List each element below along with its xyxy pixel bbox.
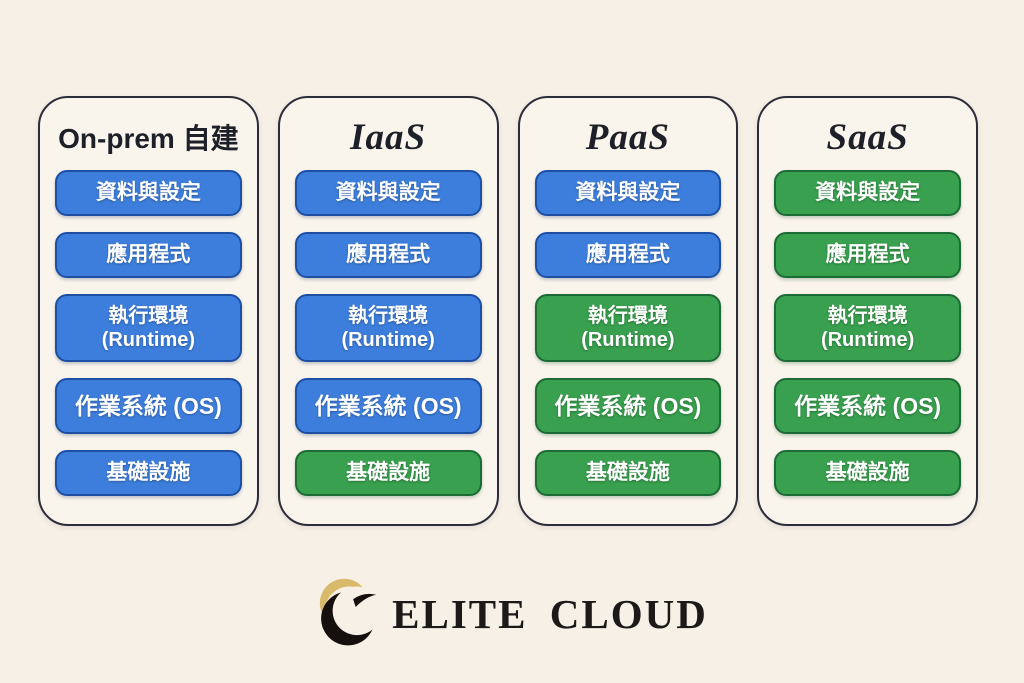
layer-os: 作業系統 (OS): [774, 378, 961, 434]
elite-cloud-crescent-logo-icon: [316, 576, 381, 652]
layer-label: 基礎設施: [106, 461, 191, 485]
layer-application: 應用程式: [55, 232, 242, 278]
layer-stack: 資料與設定 應用程式 執行環境(Runtime) 作業系統 (OS) 基礎設施: [774, 170, 961, 506]
layer-data-config: 資料與設定: [774, 170, 961, 216]
layer-label: 作業系統 (OS): [554, 392, 702, 419]
layer-runtime: 執行環境(Runtime): [534, 294, 722, 362]
layer-label: 基礎設施: [585, 461, 670, 485]
brand-footer: ELITE CLOUD: [0, 576, 1024, 652]
layer-label: 資料與設定: [335, 181, 441, 205]
layer-application: 應用程式: [534, 232, 722, 278]
layer-label: 資料與設定: [95, 181, 201, 205]
layer-os: 作業系統 (OS): [55, 378, 242, 434]
layer-label: 應用程式: [106, 243, 191, 267]
layer-os: 作業系統 (OS): [534, 378, 722, 434]
layer-data-config: 資料與設定: [294, 170, 482, 216]
layer-data-config: 資料與設定: [534, 170, 722, 216]
column-on-prem: On-prem 自建 資料與設定 應用程式 執行環境(Runtime) 作業系統…: [38, 96, 259, 526]
layer-stack: 資料與設定 應用程式 執行環境(Runtime) 作業系統 (OS) 基礎設施: [55, 170, 242, 506]
layer-label: 執行環境: [108, 304, 189, 327]
layer-sublabel: (Runtime): [101, 329, 196, 351]
layer-runtime: 執行環境(Runtime): [774, 294, 961, 362]
column-paas: PaaS 資料與設定 應用程式 執行環境(Runtime) 作業系統 (OS) …: [517, 96, 739, 526]
layer-sublabel: (Runtime): [581, 329, 675, 351]
layer-label: 資料與設定: [575, 181, 681, 205]
layer-label: 應用程式: [585, 243, 670, 267]
brand-name: ELITE CLOUD: [392, 591, 708, 637]
layer-runtime: 執行環境(Runtime): [294, 294, 482, 362]
layer-label: 執行環境: [348, 304, 429, 327]
column-title-paas: PaaS: [585, 116, 670, 158]
layer-label: 應用程式: [825, 243, 910, 267]
layer-infrastructure: 基礎設施: [774, 450, 961, 496]
layer-sublabel: (Runtime): [820, 329, 915, 351]
layer-label: 執行環境: [587, 304, 668, 327]
layer-label: 作業系統 (OS): [74, 392, 222, 419]
column-title-iaas: IaaS: [350, 116, 427, 158]
layer-label: 作業系統 (OS): [794, 392, 942, 419]
layer-label: 資料與設定: [815, 181, 921, 205]
layer-application: 應用程式: [774, 232, 961, 278]
layer-label: 應用程式: [346, 243, 431, 267]
column-title-saas: SaaS: [826, 116, 909, 158]
layer-infrastructure: 基礎設施: [294, 450, 482, 496]
layer-application: 應用程式: [294, 232, 482, 278]
layer-sublabel: (Runtime): [341, 329, 435, 351]
layer-label: 執行環境: [827, 304, 908, 327]
layer-label: 作業系統 (OS): [314, 392, 462, 419]
column-saas: SaaS 資料與設定 應用程式 執行環境(Runtime) 作業系統 (OS) …: [757, 96, 978, 526]
column-title-on-prem: On-prem 自建: [58, 123, 239, 154]
layer-infrastructure: 基礎設施: [534, 450, 722, 496]
layer-stack: 資料與設定 應用程式 執行環境(Runtime) 作業系統 (OS) 基礎設施: [294, 170, 482, 506]
layer-stack: 資料與設定 應用程式 執行環境(Runtime) 作業系統 (OS) 基礎設施: [534, 170, 722, 506]
layer-os: 作業系統 (OS): [294, 378, 482, 434]
layer-label: 基礎設施: [346, 461, 431, 485]
layer-runtime: 執行環境(Runtime): [55, 294, 242, 362]
service-model-columns: On-prem 自建 資料與設定 應用程式 執行環境(Runtime) 作業系統…: [38, 96, 978, 526]
layer-infrastructure: 基礎設施: [55, 450, 242, 496]
layer-data-config: 資料與設定: [55, 170, 242, 216]
column-iaas: IaaS 資料與設定 應用程式 執行環境(Runtime) 作業系統 (OS) …: [277, 96, 499, 526]
layer-label: 基礎設施: [825, 461, 910, 485]
